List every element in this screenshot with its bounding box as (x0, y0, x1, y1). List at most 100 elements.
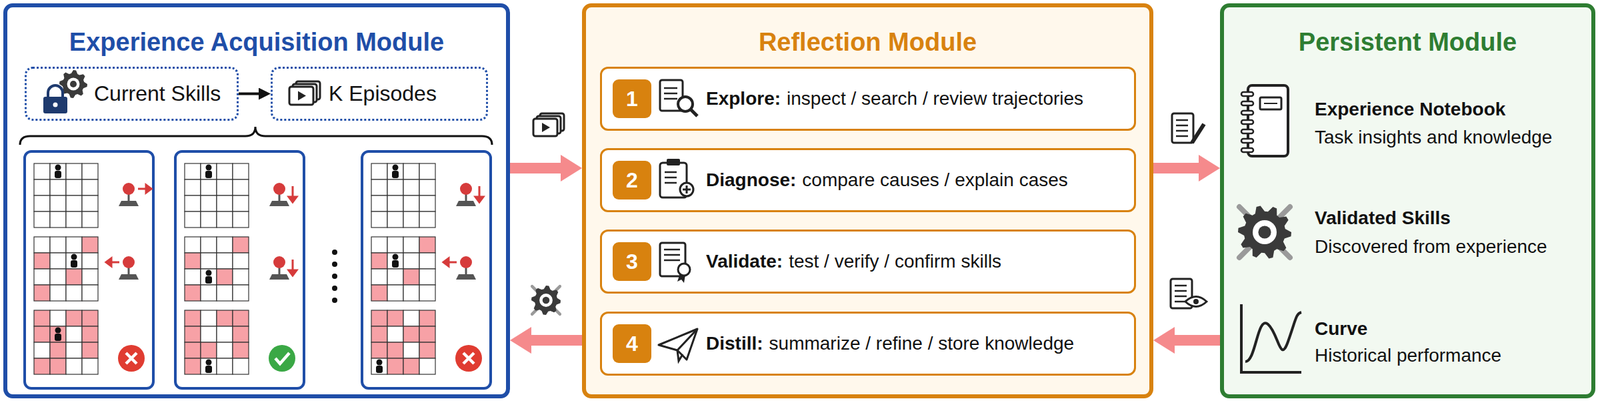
box-label: Current Skills (94, 81, 221, 106)
gear-icon (531, 285, 561, 315)
grid-cell (419, 252, 436, 269)
episode-frame (362, 151, 491, 388)
box-label: K Episodes (328, 81, 437, 106)
step-box: 1Explore:inspect / search / review traje… (600, 66, 1136, 131)
wrench-symbol (532, 286, 560, 314)
grid-cell (403, 284, 420, 301)
grid-cell (82, 268, 98, 285)
text-line-symbol (1174, 295, 1187, 298)
text-line-symbol (664, 87, 678, 90)
grid-cell (371, 236, 388, 253)
step-name: Explore: (706, 88, 781, 110)
agent-head (206, 164, 212, 171)
module-title: Persistent Module (1224, 28, 1592, 56)
grid-cell (184, 268, 201, 285)
grid-cell (82, 284, 98, 301)
grid-cell (419, 358, 436, 374)
spiral-ring (1241, 120, 1254, 124)
agent-body (54, 333, 62, 341)
grid-cell (50, 236, 66, 253)
grid-cell (371, 342, 388, 358)
item-heading: Validated Skills (1314, 206, 1451, 230)
grid-cell (403, 310, 420, 326)
item-description: Discovered from experience (1314, 235, 1548, 258)
grid-cell (200, 268, 217, 285)
grid-cell (216, 211, 233, 228)
agent-body (205, 365, 212, 373)
plus-circle (680, 182, 694, 196)
gear-hole (67, 78, 80, 91)
grid-cell (403, 268, 420, 285)
step-line: Distill:summarize / refine / store knowl… (706, 313, 1074, 374)
grid-cell (232, 358, 249, 374)
grid-cell (200, 179, 217, 196)
grid-cell (200, 252, 217, 269)
magnifier-handle (690, 109, 698, 116)
gear-hub (70, 80, 77, 88)
step-name: Validate: (706, 250, 783, 272)
direction-arrow (443, 258, 457, 266)
spiral-ring (1241, 148, 1254, 152)
text-line-symbol (1176, 124, 1188, 127)
module-arrow (510, 162, 561, 174)
wrench-symbol (532, 286, 560, 314)
grid-cell (403, 252, 420, 269)
step-box: 4Distill:summarize / refine / store know… (600, 311, 1136, 376)
ellipsis-dot (332, 261, 338, 267)
grid-cell (387, 195, 404, 212)
grid-cell (387, 358, 404, 374)
grid-cell (184, 310, 201, 326)
joystick-ball (460, 256, 472, 268)
play-symbol (298, 91, 306, 101)
grid-cell (82, 195, 98, 212)
item-heading: Curve (1314, 317, 1368, 340)
grid-cell (232, 179, 249, 196)
grid-cell (232, 342, 249, 358)
joystick-stick (465, 264, 468, 274)
module-panel: 1Explore:inspect / search / review traje… (582, 3, 1154, 398)
grid-cell (371, 179, 388, 196)
document-symbol (1172, 113, 1194, 143)
gear-symbol (531, 285, 561, 315)
grid-cell (232, 326, 249, 342)
notebook-icon (1241, 85, 1288, 156)
grid-cell (371, 358, 388, 374)
grid-cell (50, 163, 66, 180)
lock-icon (43, 85, 68, 114)
grid-cell (419, 268, 436, 285)
grid-cell (200, 284, 217, 301)
grid-cell (232, 252, 249, 269)
spiral-ring (1241, 129, 1254, 134)
film-frame (289, 86, 314, 105)
check-symbol (275, 352, 290, 364)
grid-world (371, 310, 436, 374)
gear-icon (1238, 206, 1292, 259)
grid-cell (200, 342, 217, 358)
item-heading: Experience Notebook (1314, 98, 1506, 121)
spiral-ring (1241, 92, 1254, 96)
grid-cell (34, 284, 50, 301)
text-line-symbol (664, 248, 680, 251)
grid-cell (371, 268, 388, 285)
grid-cell (232, 195, 249, 212)
grid-cell (232, 211, 249, 228)
grid-cell (82, 326, 98, 342)
gear-hub (542, 296, 550, 304)
grid-cell (216, 252, 233, 269)
film-icon (289, 81, 320, 105)
text-line-symbol (664, 176, 677, 179)
joystick-icon (269, 182, 297, 206)
direction-arrow (288, 186, 297, 202)
gear-icon (59, 70, 88, 98)
wrench-symbol (1239, 206, 1290, 258)
paper-plane-fold (677, 328, 698, 361)
grid-cell (371, 163, 388, 180)
success-mark (268, 344, 296, 372)
grid-world (34, 310, 98, 374)
grid-cell (371, 211, 388, 228)
agent-head (206, 270, 212, 276)
agent-head (376, 359, 383, 366)
grid-cell (34, 310, 50, 326)
magnifier-lens (678, 96, 693, 112)
grid-cell (200, 163, 217, 180)
